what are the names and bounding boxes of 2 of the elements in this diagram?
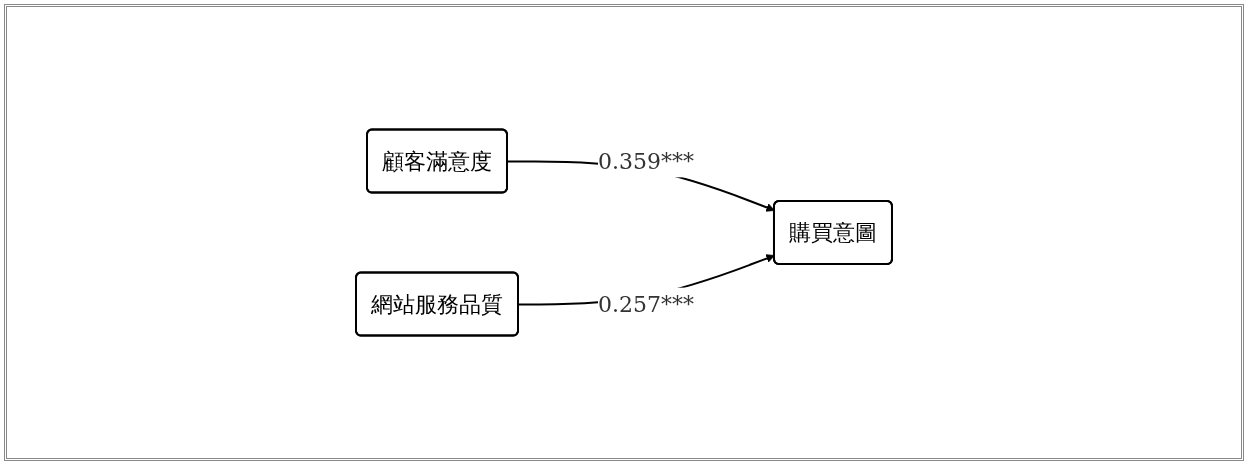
edge-label: 0.359*** (598, 148, 694, 174)
edge-label: 0.257*** (598, 291, 694, 317)
